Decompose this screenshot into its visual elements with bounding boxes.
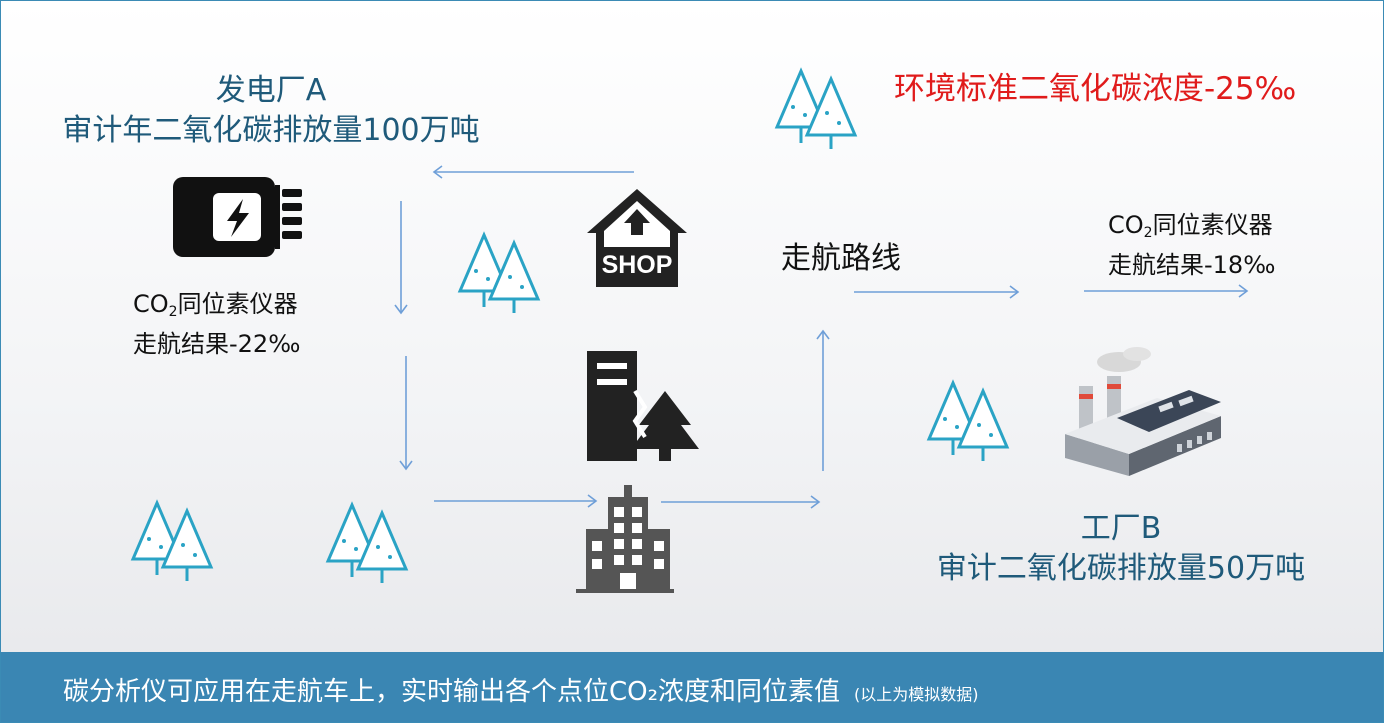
environment-standard: 环境标准二氧化碳浓度-25‰ [894, 71, 1297, 107]
power-plant-icon [173, 177, 302, 257]
route-isotope-result: CO2同位素仪器 走航结果-18‰ [1108, 209, 1275, 281]
tree-icon [325, 501, 409, 583]
footer-note: (以上为模拟数据) [854, 685, 979, 704]
plant-isotope-result: CO2同位素仪器 走航结果-22‰ [133, 288, 300, 360]
power-plant-emission: 审计年二氧化碳排放量100万吨 [62, 113, 480, 148]
tree-icon [926, 379, 1010, 461]
factory-icon [1065, 347, 1221, 476]
route-arrows [394, 165, 1249, 509]
footer-main-text: 碳分析仪可应用在走航车上，实时输出各个点位CO₂浓度和同位素值 [63, 677, 841, 707]
footer-banner: 碳分析仪可应用在走航车上，实时输出各个点位CO₂浓度和同位素值 (以上为模拟数据) [1, 652, 1383, 722]
factory-name: 工厂B [1080, 511, 1162, 546]
plant-isotope-device: CO2同位素仪器 [133, 290, 298, 320]
tree-icon [130, 499, 214, 581]
plant-isotope-value: 走航结果-22‰ [133, 330, 301, 358]
route-isotope-value: 走航结果-18‰ [1108, 251, 1276, 279]
shop-icon: SHOP [587, 189, 687, 287]
shop-sign-text: SHOP [602, 251, 673, 279]
building-icon [576, 485, 674, 593]
office-tree-icon [587, 351, 699, 461]
footer-caption: 碳分析仪可应用在走航车上，实时输出各个点位CO₂浓度和同位素值 (以上为模拟数据) [63, 671, 979, 708]
tree-icon [774, 67, 858, 149]
factory-title: 工厂B 审计二氧化碳排放量50万吨 [861, 509, 1381, 589]
route-label: 走航路线 [781, 241, 901, 276]
power-plant-title: 发电厂A 审计年二氧化碳排放量100万吨 [1, 71, 541, 151]
route-isotope-device: CO2同位素仪器 [1108, 211, 1273, 241]
tree-icon [457, 231, 541, 313]
factory-emission: 审计二氧化碳排放量50万吨 [936, 551, 1306, 586]
power-plant-name: 发电厂A [215, 73, 327, 108]
